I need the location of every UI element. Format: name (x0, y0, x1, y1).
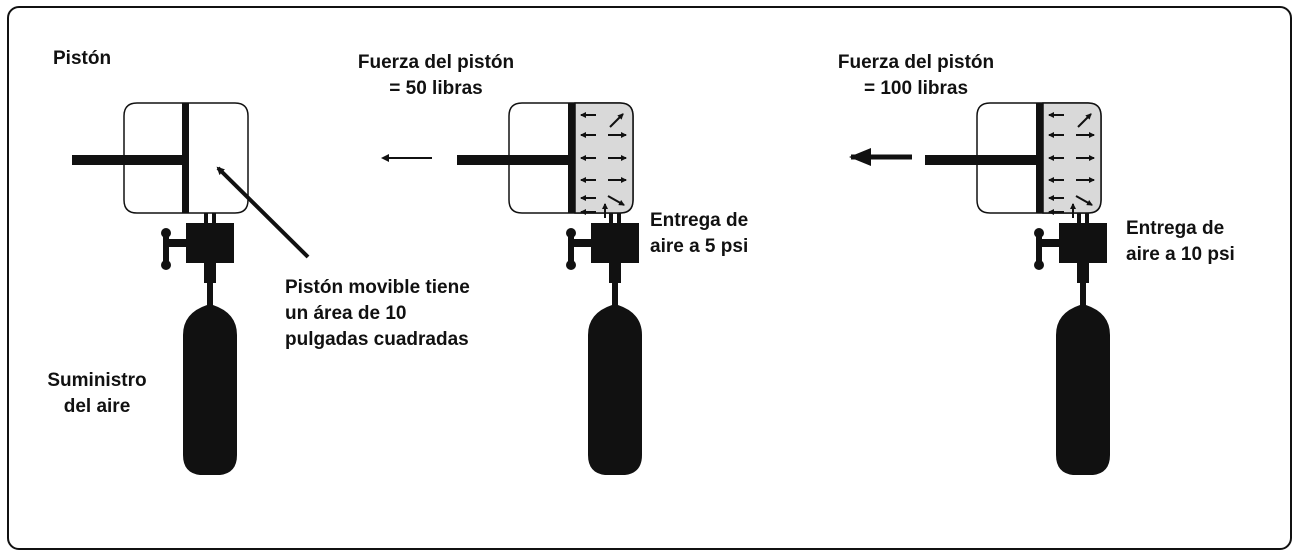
piston-rod (457, 155, 570, 165)
supply-label-line-1: Suministro (47, 370, 147, 391)
force-label-50: Fuerza del pistón = 50 libras (326, 50, 546, 102)
area-note-line-2: un área de 10 (285, 303, 407, 324)
area-note-line-1: Pistón movible tiene (285, 277, 470, 298)
piston-head (568, 103, 575, 213)
diagram-frame (7, 6, 1292, 550)
air-supply-label: Suministro del aire (32, 368, 162, 420)
delivery-label-5psi: Entrega de aire a 5 psi (650, 208, 748, 260)
piston-head (182, 103, 189, 213)
air-supply-bottle (161, 213, 237, 475)
piston-rod (72, 155, 185, 165)
delivery-label-line-2: aire a 5 psi (650, 236, 749, 257)
delivery-label-line-2: aire a 10 psi (1126, 244, 1235, 265)
delivery-label-line-1: Entrega de (650, 210, 749, 231)
piston-area-note: Pistón movible tiene un área de 10 pulga… (285, 275, 470, 353)
pointer-arrow-area (216, 166, 310, 259)
pressure-arrows (1048, 112, 1095, 218)
air-supply-bottle (566, 213, 642, 475)
force-label-line-2: = 50 libras (389, 78, 483, 99)
delivery-label-line-1: Entrega de (1126, 218, 1225, 239)
pressure-arrows (580, 112, 627, 218)
piston-label: Pistón (53, 48, 112, 69)
area-note-line-3: pulgadas cuadradas (285, 329, 469, 350)
force-label-line-2: = 100 libras (863, 78, 969, 99)
delivery-label-10psi: Entrega de aire a 10 psi (1126, 216, 1235, 268)
piston-rod (925, 155, 1038, 165)
piston-head (1036, 103, 1043, 213)
force-label-line-1: Fuerza del pistón (837, 52, 995, 73)
force-label-100: Fuerza del pistón = 100 libras (806, 50, 1026, 102)
force-label-line-1: Fuerza del pistón (357, 52, 515, 73)
air-supply-bottle (1034, 213, 1110, 475)
supply-label-line-2: del aire (63, 396, 131, 417)
